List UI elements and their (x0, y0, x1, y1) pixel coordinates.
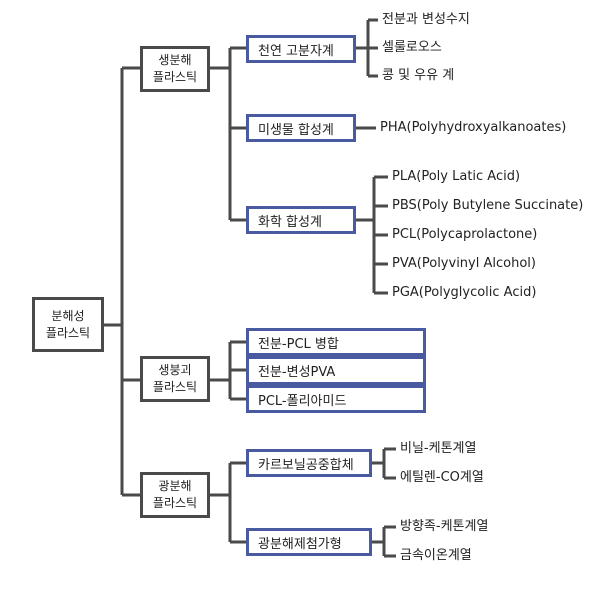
node-photo-additive: 광분해제첨가형 (246, 528, 372, 556)
leaf-natural-2: 셀룰로오스 (382, 40, 442, 55)
node-biodegradable-line2: 플라스틱 (152, 70, 198, 84)
node-root: 분해성 플라스틱 (32, 297, 104, 352)
connector-natural-leaves (356, 18, 378, 78)
node-collapse-item-1: 전분-PCL 병합 (246, 328, 426, 356)
node-collapse-item-2: 전분-변성PVA (246, 356, 426, 385)
node-biocollapse: 생붕괴 플라스틱 (140, 356, 210, 402)
leaf-carbonyl-2: 에틸렌-CO계열 (400, 470, 484, 485)
node-biocollapse-line1: 생붕괴 (158, 363, 192, 377)
leaf-chemical-1: PLA(Poly Latic Acid) (392, 169, 521, 184)
connector-root-trunk (104, 66, 140, 497)
node-photodegradable-line1: 광분해 (158, 479, 192, 493)
node-biodegradable: 생분해 플라스틱 (140, 46, 210, 92)
node-biodegradable-line1: 생분해 (158, 53, 192, 67)
connector-collapse-items (210, 340, 246, 401)
node-collapse-item-3: PCL-폴리아미드 (246, 385, 426, 413)
node-natural-polymer: 천연 고분자계 (246, 35, 356, 63)
node-chemical-synthesis: 화학 합성계 (246, 206, 356, 234)
leaf-carbonyl-1: 비닐-케톤계열 (400, 441, 477, 456)
node-photodegradable-line2: 플라스틱 (152, 496, 198, 510)
node-photodegradable: 광분해 플라스틱 (140, 472, 210, 518)
connector-chemical-leaves (356, 175, 388, 295)
connector-carbonyl-leaves (372, 447, 396, 480)
leaf-additive-2: 금속이온계열 (400, 548, 472, 563)
leaf-chemical-4: PVA(Polyvinyl Alcohol) (392, 256, 536, 271)
leaf-additive-1: 방향족-케톤계열 (400, 519, 489, 534)
leaf-chemical-5: PGA(Polyglycolic Acid) (392, 285, 537, 300)
node-root-line2: 플라스틱 (45, 325, 91, 340)
node-carbonyl-copolymer: 카르보닐공중합체 (246, 449, 372, 477)
leaf-chemical-2: PBS(Poly Butylene Succinate) (392, 198, 584, 213)
connector-additive-leaves (372, 525, 396, 558)
node-microbial-synthesis: 미생물 합성계 (246, 114, 356, 142)
leaf-chemical-3: PCL(Polycaprolactone) (392, 227, 538, 242)
node-root-line1: 분해성 (51, 308, 85, 323)
leaf-microbial-1: PHA(Polyhydroxyalkanoates) (380, 120, 567, 135)
leaf-natural-3: 콩 및 우유 계 (382, 68, 455, 83)
leaf-natural-1: 전분과 변성수지 (382, 12, 470, 27)
connector-photo-trunk (210, 461, 246, 544)
node-biocollapse-line2: 플라스틱 (152, 380, 198, 394)
connector-bio-trunk (210, 46, 246, 222)
